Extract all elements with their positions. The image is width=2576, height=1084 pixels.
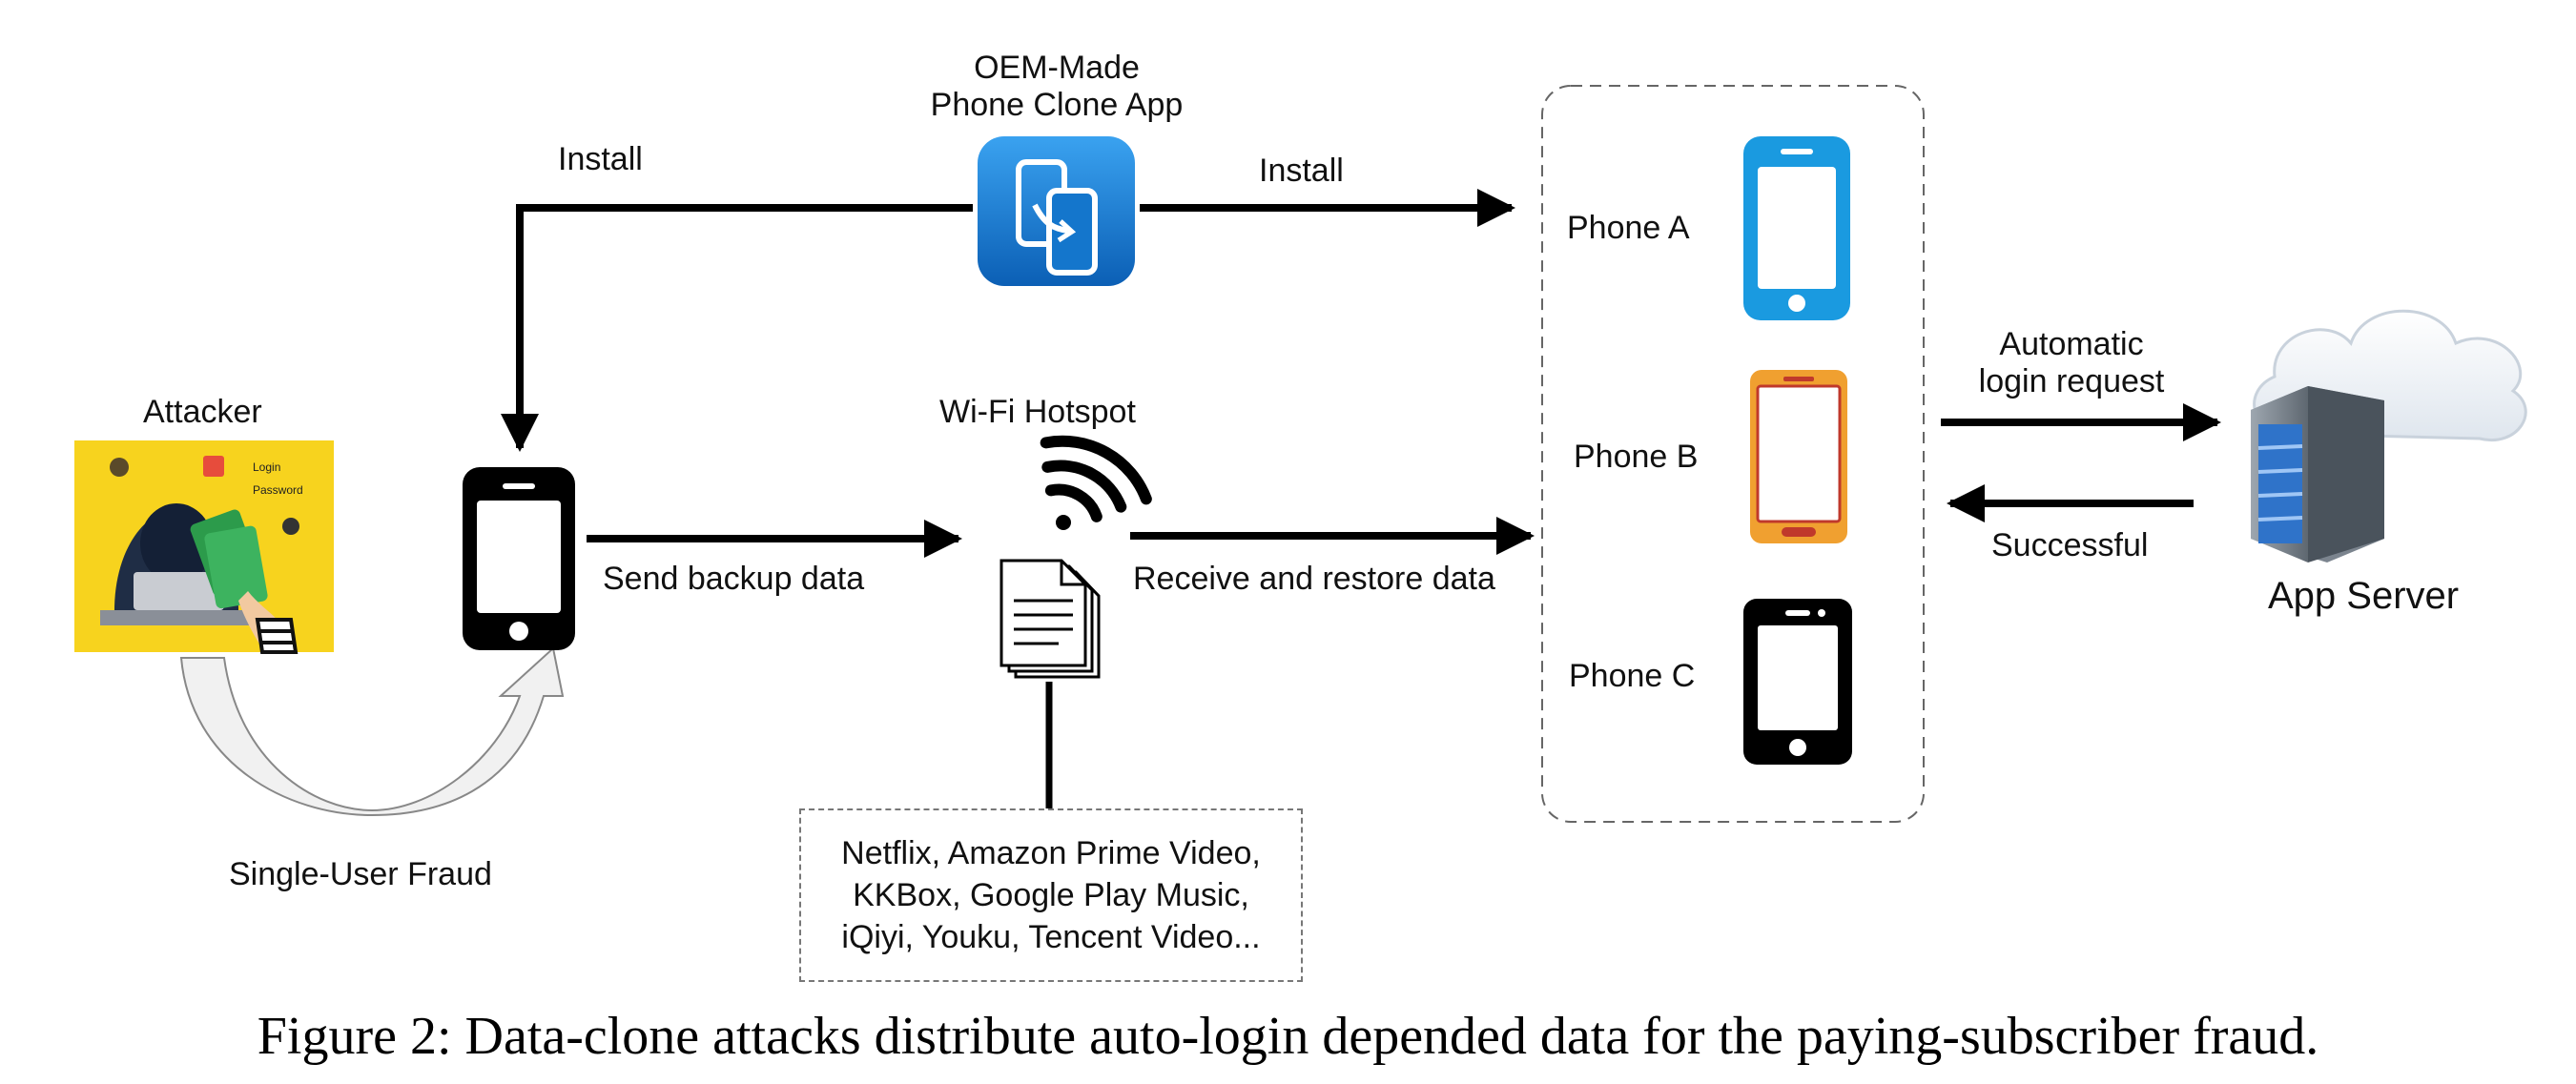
send-backup-label: Send backup data bbox=[603, 561, 865, 597]
oem-app-label: OEM-Made Phone Clone App bbox=[930, 50, 1184, 124]
phone-c-label: Phone C bbox=[1569, 658, 1696, 694]
subscription-apps-box: Netflix, Amazon Prime Video, KKBox, Goog… bbox=[799, 808, 1303, 982]
phone-a-label: Phone A bbox=[1567, 210, 1690, 246]
target-phones-group bbox=[1541, 85, 1925, 823]
app-server-label: App Server bbox=[2268, 575, 2460, 617]
phone-clone-app-icon bbox=[978, 136, 1135, 286]
attacker-phone-icon bbox=[463, 467, 575, 650]
apps-list-line-1: Netflix, Amazon Prime Video, bbox=[841, 834, 1261, 871]
single-user-fraud-arrow bbox=[179, 646, 565, 817]
wifi-hotspot-label: Wi-Fi Hotspot bbox=[939, 394, 1136, 430]
app-server-icon bbox=[2251, 309, 2527, 562]
wifi-hotspot-icon bbox=[1040, 435, 1152, 530]
successful-label: Successful bbox=[1991, 527, 2149, 563]
attacker-login-text: Login bbox=[253, 460, 280, 474]
attacker-image: Login Password bbox=[74, 440, 334, 654]
backup-document-icon bbox=[999, 559, 1101, 679]
receive-restore-label: Receive and restore data bbox=[1133, 561, 1495, 597]
phone-a-icon bbox=[1743, 136, 1850, 320]
auto-login-label: Automatic login request bbox=[1978, 326, 2165, 400]
attacker-label: Attacker bbox=[143, 394, 262, 430]
phone-b-icon bbox=[1750, 370, 1847, 543]
figure-caption: Figure 2: Data-clone attacks distribute … bbox=[257, 1007, 2319, 1066]
install-left-label: Install bbox=[558, 141, 643, 177]
install-right-label: Install bbox=[1259, 153, 1344, 189]
attacker-password-text: Password bbox=[253, 483, 303, 497]
phone-b-label: Phone B bbox=[1574, 439, 1699, 475]
install-left-arrow bbox=[501, 204, 973, 452]
apps-list-line-3: iQiyi, Youku, Tencent Video... bbox=[841, 919, 1261, 956]
phone-c-icon bbox=[1743, 599, 1852, 765]
single-user-fraud-label: Single-User Fraud bbox=[229, 856, 492, 892]
apps-list-line-2: KKBox, Google Play Music, bbox=[853, 876, 1249, 913]
